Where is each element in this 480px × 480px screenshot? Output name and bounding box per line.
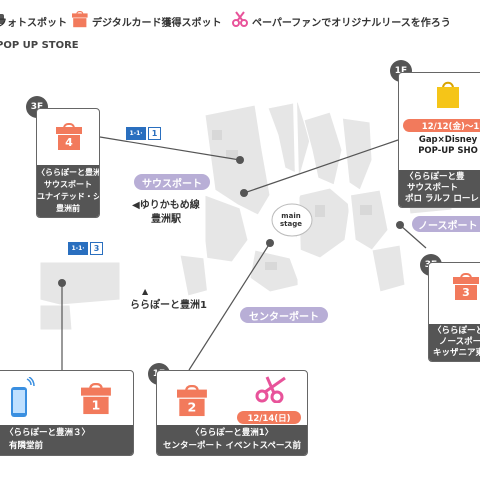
spot-card-4[interactable]: 4 〈ららぽーと豊洲1〉 サウスポート ユナイテッド・シネマ 豊洲前 [36, 108, 100, 218]
spot-card-3-caption: 〈ららぽーと豊 ノースポー キッザニア東 [429, 324, 480, 361]
spot-card-4-caption: 〈ららぽーと豊洲1〉 サウスポート ユナイテッド・シネマ 豊洲前 [37, 165, 99, 217]
north-port-pill: ノースポート [412, 216, 480, 232]
spot-card-1[interactable]: 1 〈ららぽーと豊洲３〉 有隣堂前 [0, 370, 134, 456]
spot-card-2-caption: 〈ららぽーと豊洲1〉 センターポート イベントスペース前 [157, 425, 307, 455]
station-sign-3: 1-1· 3 [68, 242, 103, 255]
gift-icon: 2 [177, 385, 207, 417]
gap-disney-popup-card[interactable]: 12/12(金)〜12/2 Gap×Disney POP-UP SHO 〈ららぽ… [398, 72, 480, 208]
gap-popup-date: 12/12(金)〜12/2 [403, 119, 480, 132]
legend-digital-card-spot: デジタルカード獲得スポット [92, 18, 222, 29]
arrow-up-icon: ▲ [142, 287, 149, 296]
scissors-icon [255, 376, 286, 403]
camera-icon [0, 14, 4, 24]
gift-icon: 1 [81, 383, 111, 415]
gift-icon: 3 [453, 273, 479, 300]
gift-icon: 4 [56, 123, 82, 150]
scissors-icon [232, 11, 248, 27]
spot-card-2-date: 12/14(日) [237, 411, 301, 424]
gap-popup-caption: 〈ららぽーと豊 サウスポート ポロ ラルフ ローレ [399, 170, 480, 207]
gap-popup-title-1: Gap×Disney [418, 135, 478, 145]
south-port-pill: サウスポート [134, 174, 210, 190]
legend-photo-spot: フォトスポット [0, 18, 67, 29]
center-port-pill: センターポート [240, 307, 328, 323]
popup-store-title: POP UP STORE [0, 40, 79, 51]
smartphone-icon [11, 377, 35, 417]
gap-popup-title-2: POP-UP SHO [418, 146, 478, 156]
spot-card-1-caption: 〈ららぽーと豊洲３〉 有隣堂前 [0, 425, 133, 455]
lalaport-toyosu1-label: ▲ ららぽーと豊洲1 [130, 287, 207, 311]
yurikamome-station-label: ◀ゆりかもめ線 豊洲駅 [132, 200, 200, 225]
spot-card-3[interactable]: 3 〈ららぽーと豊 ノースポー キッザニア東 [428, 262, 480, 362]
spot-card-2[interactable]: 2 12/14(日) 〈ららぽーと豊洲1〉 センターポート イベントスペース前 [156, 370, 308, 456]
arrow-left-icon: ◀ [132, 200, 140, 211]
shopping-bag-icon [437, 81, 459, 108]
gift-icon [72, 11, 88, 28]
main-stage-label: main stage [280, 212, 302, 228]
station-sign-1: 1-1· 1 [126, 127, 161, 140]
legend-paper-fan: ペーパーファンでオリジナルリースを作ろう [252, 18, 451, 29]
